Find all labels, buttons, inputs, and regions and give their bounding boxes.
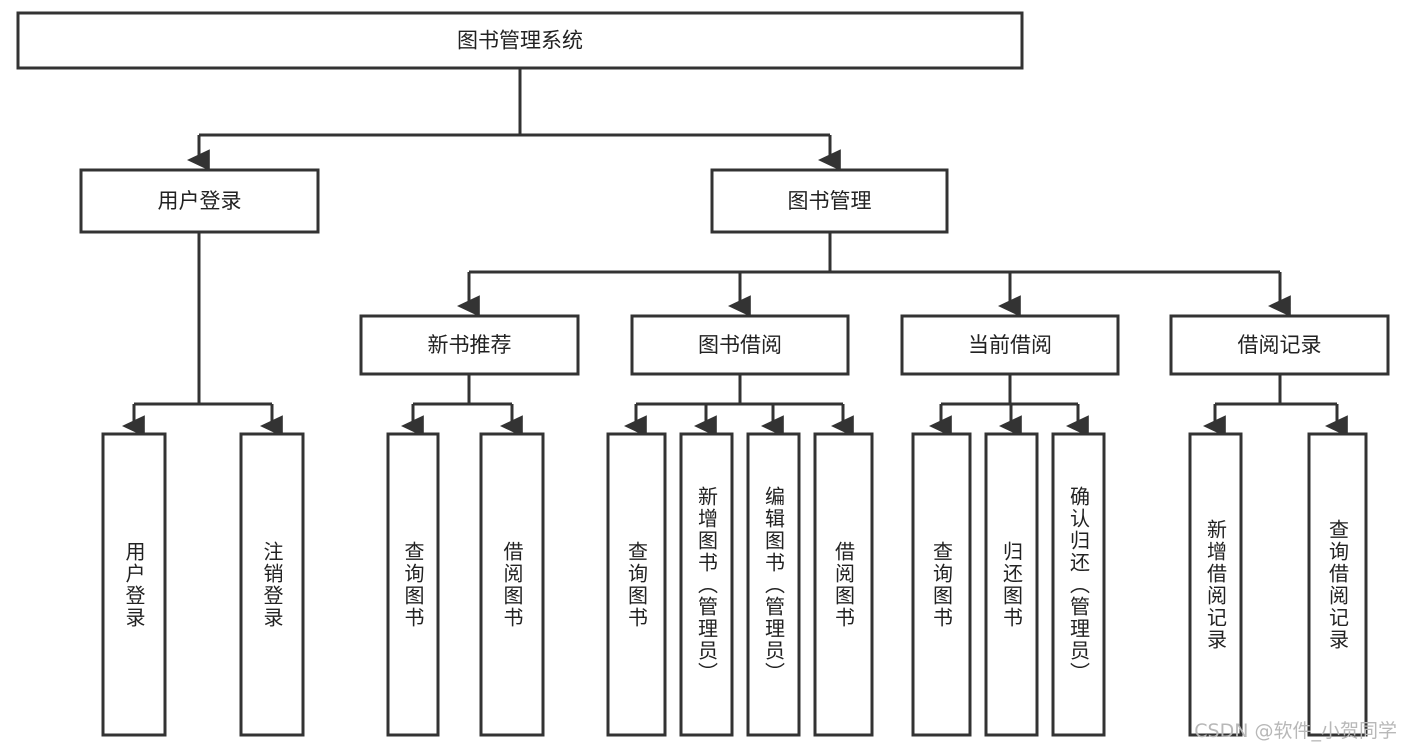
node-user-login[interactable]: 用户登录	[79, 168, 320, 234]
node-box-leaf-add-record[interactable]	[1188, 432, 1243, 737]
node-book-borrow[interactable]: 图书借阅	[630, 314, 850, 376]
node-label-current-borrow: 当前借阅	[968, 333, 1052, 357]
connector-group-current-borrow	[929, 374, 1089, 437]
node-book-manage[interactable]: 图书管理	[710, 168, 949, 234]
node-new-book-recommend[interactable]: 新书推荐	[359, 314, 580, 376]
node-box-leaf-add-book[interactable]	[679, 432, 734, 737]
connector-group-borrow-record	[1203, 374, 1348, 437]
node-leaf-edit-book[interactable]	[746, 432, 801, 737]
connector-group-book-borrow	[624, 374, 854, 437]
node-leaf-query-record[interactable]	[1307, 432, 1368, 737]
node-box-borrow-record[interactable]	[1169, 314, 1390, 376]
node-leaf-borrow-book-2[interactable]	[813, 432, 874, 737]
node-leaf-add-record[interactable]	[1188, 432, 1243, 737]
watermark-text: CSDN @软件_小贺同学	[1194, 720, 1397, 742]
node-box-user-login[interactable]	[79, 168, 320, 234]
node-box-leaf-borrow-book-1[interactable]	[479, 432, 545, 737]
node-box-new-book-recommend[interactable]	[359, 314, 580, 376]
node-box-leaf-query-book-1[interactable]	[386, 432, 440, 737]
connector-group-user-login	[122, 232, 283, 437]
node-root[interactable]: 图书管理系统	[16, 11, 1024, 70]
node-leaf-query-book-1[interactable]	[386, 432, 440, 737]
node-label-borrow-record: 借阅记录	[1238, 333, 1322, 357]
node-box-root[interactable]	[16, 11, 1024, 70]
node-leaf-confirm-return[interactable]	[1051, 432, 1106, 737]
node-label-book-borrow: 图书借阅	[698, 333, 782, 357]
node-box-leaf-query-record[interactable]	[1307, 432, 1368, 737]
node-box-book-borrow[interactable]	[630, 314, 850, 376]
connector-group-root	[187, 68, 841, 171]
node-box-leaf-borrow-book-2[interactable]	[813, 432, 874, 737]
node-leaf-query-book-2[interactable]	[606, 432, 667, 737]
node-box-leaf-query-book-3[interactable]	[911, 432, 972, 737]
node-leaf-add-book[interactable]	[679, 432, 734, 737]
node-box-leaf-return-book[interactable]	[984, 432, 1039, 737]
node-label-book-manage: 图书管理	[788, 189, 872, 213]
connector-group-book-manage	[457, 232, 1291, 317]
node-box-leaf-logout[interactable]	[239, 432, 305, 737]
node-box-leaf-query-book-2[interactable]	[606, 432, 667, 737]
node-label-root: 图书管理系统	[457, 29, 583, 53]
node-box-current-borrow[interactable]	[900, 314, 1120, 376]
node-box-book-manage[interactable]	[710, 168, 949, 234]
node-leaf-user-login[interactable]	[101, 432, 167, 737]
node-label-user-login: 用户登录	[158, 189, 242, 213]
node-label-new-book-recommend: 新书推荐	[428, 333, 512, 357]
node-box-leaf-user-login[interactable]	[101, 432, 167, 737]
node-current-borrow[interactable]: 当前借阅	[900, 314, 1120, 376]
connector-group-new-book-recommend	[401, 374, 523, 437]
node-leaf-logout[interactable]	[239, 432, 305, 737]
node-leaf-return-book[interactable]	[984, 432, 1039, 737]
node-borrow-record[interactable]: 借阅记录	[1169, 314, 1390, 376]
node-leaf-query-book-3[interactable]	[911, 432, 972, 737]
node-box-leaf-edit-book[interactable]	[746, 432, 801, 737]
node-box-leaf-confirm-return[interactable]	[1051, 432, 1106, 737]
node-leaf-borrow-book-1[interactable]	[479, 432, 545, 737]
